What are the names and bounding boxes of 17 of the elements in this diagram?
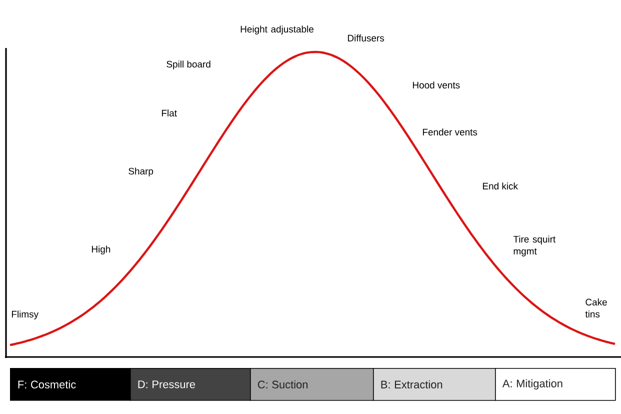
curve-label: Fender vents <box>422 128 478 136</box>
segment-box: A: Mitigation <box>495 368 616 401</box>
segment-box: D: Pressure <box>130 368 251 401</box>
curve-label: Cake tins <box>585 298 607 318</box>
curve-label: High <box>92 246 110 254</box>
curve-label: Flimsy <box>12 310 39 320</box>
segment-box: B: Extraction <box>373 368 496 401</box>
curve-label: Hood vents <box>412 82 460 88</box>
curve-label: Tire squirt mgmt <box>513 236 556 256</box>
curve-label: End kick <box>482 182 518 190</box>
curve-label: Spill board <box>166 60 210 70</box>
curve-label: Flat <box>162 110 177 116</box>
curve-label: Diffusers <box>348 34 384 42</box>
segment-box: F: Cosmetic <box>10 368 131 401</box>
curve-label: Height adjustable <box>240 26 314 34</box>
curve-label: Sharp <box>128 168 154 176</box>
segment-box: C: Suction <box>250 368 374 401</box>
